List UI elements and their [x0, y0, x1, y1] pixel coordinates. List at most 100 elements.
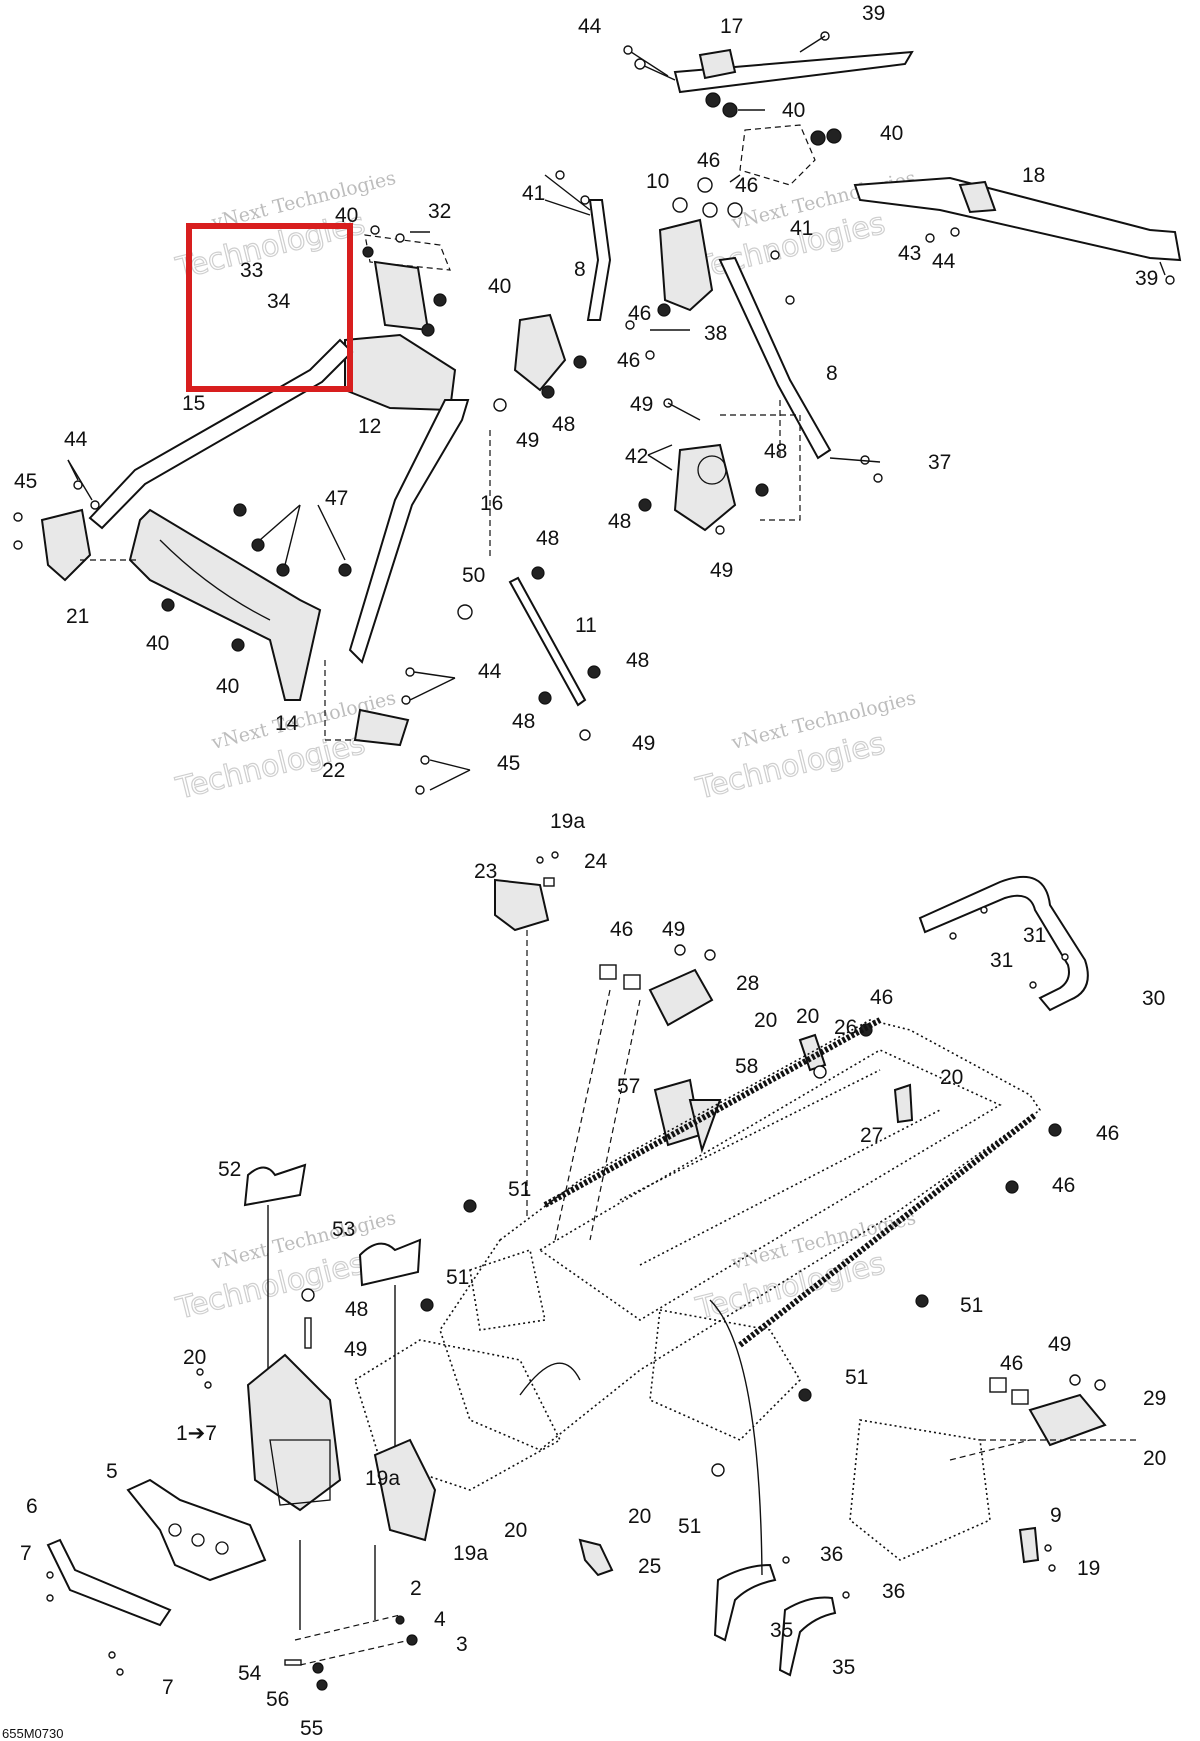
part-label: 12	[358, 415, 381, 438]
part-label: 8	[574, 258, 586, 281]
part-label: 46	[628, 302, 651, 325]
part-label: 44	[578, 15, 602, 38]
part-label: 3	[456, 1633, 468, 1656]
part-label: 44	[64, 428, 88, 451]
part-label: 31	[1023, 924, 1046, 947]
part-label: 10	[646, 170, 669, 193]
part-label: 21	[66, 605, 89, 628]
part-label: 39	[1135, 267, 1158, 290]
part-label: 52	[218, 1158, 241, 1181]
part-label: 46	[870, 986, 893, 1009]
part-label: 32	[428, 200, 451, 223]
part-label: 48	[536, 527, 559, 550]
part-label: 40	[488, 275, 511, 298]
highlight-box	[186, 223, 353, 392]
part-label: 51	[678, 1515, 701, 1538]
part-label: 18	[1022, 164, 1045, 187]
lower-assembly	[46, 851, 1140, 1691]
part-label: 23	[474, 860, 497, 883]
part-label: 46	[1000, 1352, 1023, 1375]
part-label: 46	[1052, 1174, 1075, 1197]
part-label: 41	[790, 217, 813, 240]
part-label: 40	[880, 122, 903, 145]
part-label: 48	[345, 1298, 368, 1321]
part-label: 19a	[365, 1467, 400, 1490]
part-label: 46	[617, 349, 640, 372]
part-label: 51	[446, 1266, 469, 1289]
part-label: 46	[697, 149, 720, 172]
part-label: 15	[182, 392, 205, 415]
part-label: 48	[626, 649, 649, 672]
part-label: 49	[632, 732, 655, 755]
part-label: 48	[552, 413, 575, 436]
part-label: 24	[584, 850, 608, 873]
part-label: 53	[332, 1218, 355, 1241]
part-label: 44	[932, 250, 956, 273]
part-label: 35	[832, 1656, 855, 1679]
part-label: 45	[14, 470, 37, 493]
part-label: 20	[1143, 1447, 1166, 1470]
part-label: 43	[898, 242, 921, 265]
part-label: 49	[662, 918, 685, 941]
part-label: 27	[860, 1124, 883, 1147]
part-label: 34	[267, 290, 291, 313]
part-label: 41	[522, 182, 545, 205]
part-label: 35	[770, 1619, 793, 1642]
part-label: 50	[462, 564, 485, 587]
part-label: 46	[1096, 1122, 1119, 1145]
part-label: 19	[1077, 1557, 1100, 1580]
part-label: 1➔7	[176, 1422, 217, 1445]
part-label: 29	[1143, 1387, 1166, 1410]
part-label: 58	[735, 1055, 758, 1078]
part-label: 26	[834, 1016, 857, 1039]
part-label: 20	[504, 1519, 527, 1542]
part-label: 19a	[550, 810, 585, 833]
part-label: 55	[300, 1717, 323, 1740]
part-label: 46	[735, 174, 758, 197]
part-label: 2	[410, 1577, 422, 1600]
part-label: 54	[238, 1662, 262, 1685]
figure-code: 655M0730	[2, 1726, 63, 1741]
part-label: 44	[478, 660, 502, 683]
part-label: 56	[266, 1688, 289, 1711]
part-label: 22	[322, 759, 345, 782]
part-label: 5	[106, 1460, 118, 1483]
part-label: 40	[146, 632, 169, 655]
part-label: 20	[796, 1005, 819, 1028]
part-label: 20	[754, 1009, 777, 1032]
part-label: 49	[516, 429, 539, 452]
part-label: 19a	[453, 1542, 488, 1565]
part-label: 17	[720, 15, 743, 38]
part-label: 25	[638, 1555, 661, 1578]
part-label: 51	[960, 1294, 983, 1317]
part-label: 51	[845, 1366, 868, 1389]
part-label: 39	[862, 2, 885, 25]
part-label: 42	[625, 445, 648, 468]
part-label: 40	[216, 675, 239, 698]
part-label: 31	[990, 949, 1013, 972]
part-label: 33	[240, 259, 263, 282]
part-label: 20	[183, 1346, 206, 1369]
part-label: 36	[820, 1543, 843, 1566]
part-label: 9	[1050, 1504, 1062, 1527]
part-label: 14	[275, 712, 299, 735]
part-label: 48	[764, 440, 787, 463]
part-label: 6	[26, 1495, 38, 1518]
part-label: 36	[882, 1580, 905, 1603]
part-label: 49	[630, 393, 653, 416]
part-label: 40	[782, 99, 805, 122]
part-label: 49	[344, 1338, 367, 1361]
part-label: 48	[608, 510, 631, 533]
part-label: 40	[335, 204, 358, 227]
part-label: 45	[497, 752, 520, 775]
part-label: 47	[325, 487, 348, 510]
part-label: 46	[610, 918, 633, 941]
part-label: 28	[736, 972, 759, 995]
part-label: 16	[480, 492, 503, 515]
part-label: 11	[575, 614, 597, 637]
